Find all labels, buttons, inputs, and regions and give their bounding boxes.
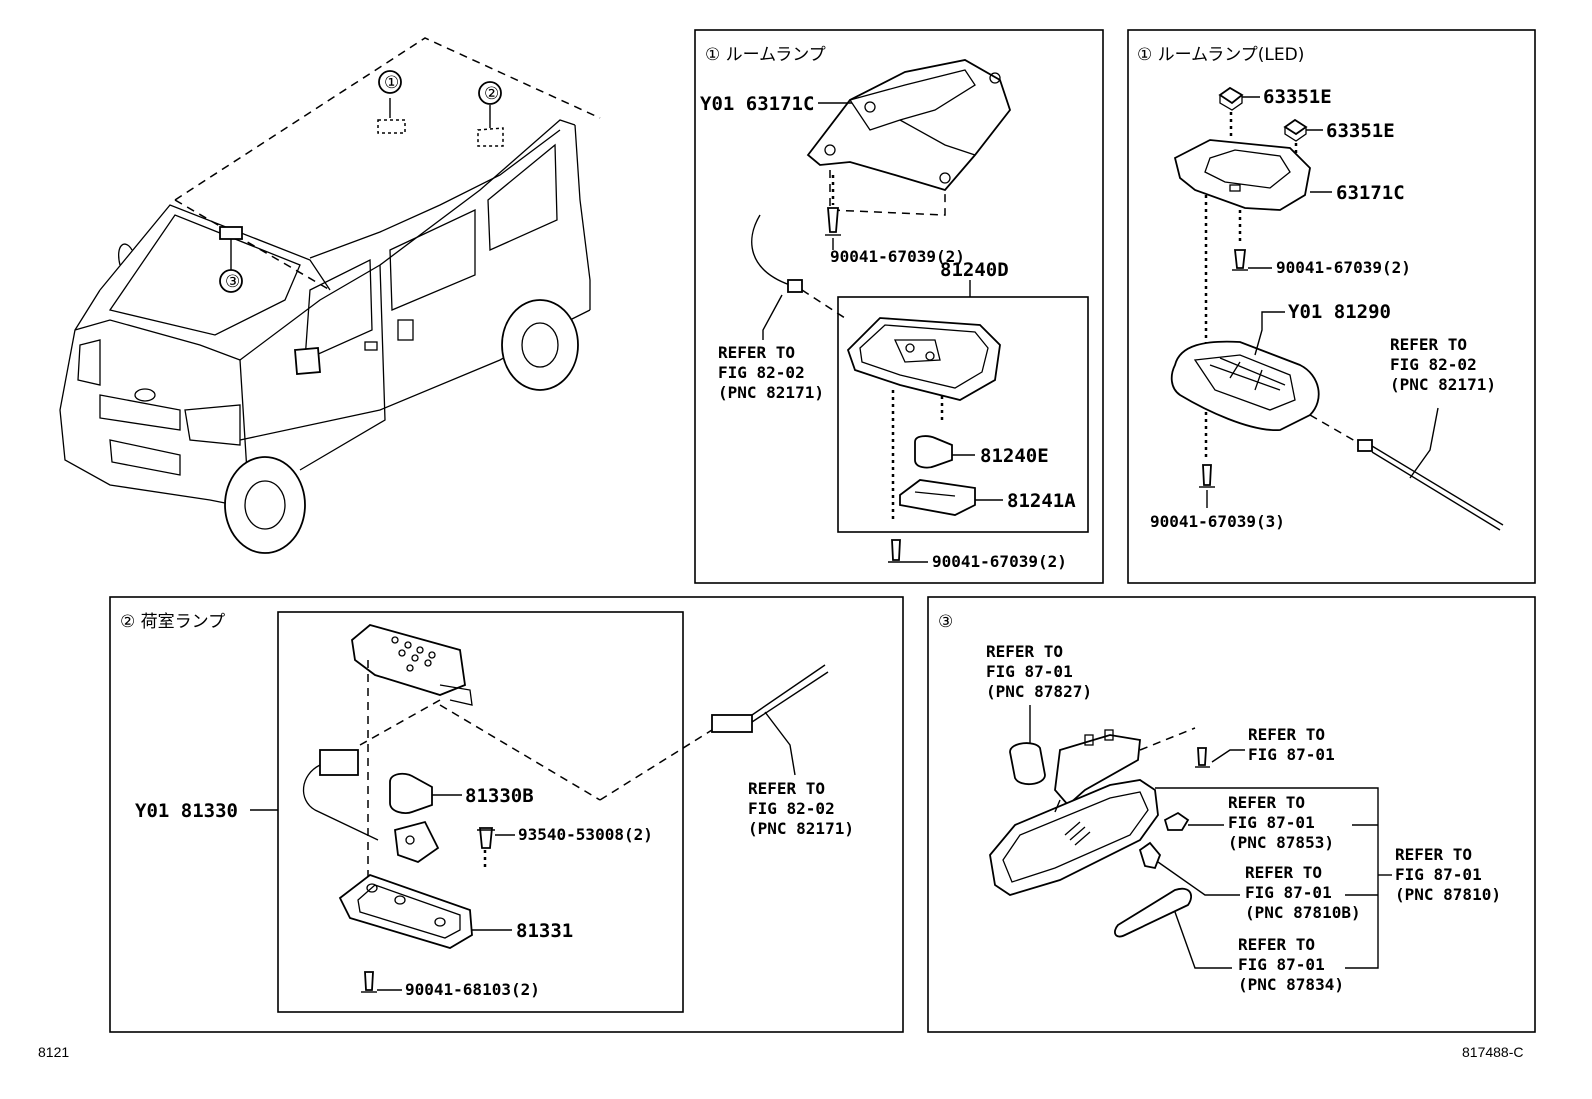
vehicle-callout-1: ① (384, 73, 399, 93)
mirror-refer-d-3: (PNC 87810B) (1245, 903, 1361, 922)
mirror-clip (1163, 811, 1190, 831)
mirror-refer-c-2: FIG 87-01 (1228, 813, 1315, 832)
room-lamp-bulb (914, 435, 953, 469)
panel-room-lamp-led (1127, 29, 1536, 584)
mirror-refer-c-3: (PNC 87853) (1228, 833, 1334, 852)
panel-room-lamp-title: ① ルームランプ (705, 45, 826, 65)
footer-right-code: 817488-C (1462, 1044, 1524, 1060)
panel-room-lamp (694, 29, 1104, 584)
room-lamp-screw-bottom (888, 539, 905, 563)
panel-room-lamp-led-title: ① ルームランプ(LED) (1137, 45, 1304, 65)
part-label-luggage-screw-mid: 93540-53008(2) (518, 825, 653, 844)
room-lamp-housing (846, 317, 1001, 401)
part-label-bulb: 81240E (980, 445, 1049, 467)
mirror-refer-c-1: REFER TO (1228, 793, 1305, 812)
part-label-luggage-lens: 81331 (516, 920, 573, 942)
vehicle-callout-2: ② (484, 84, 499, 104)
luggage-refer-2: FIG 82-02 (748, 799, 835, 818)
mirror-refer-a-2: FIG 87-01 (986, 662, 1073, 681)
vehicle-callout-3: ③ (225, 272, 240, 292)
mirror-refer-e-3: (PNC 87834) (1238, 975, 1344, 994)
part-label-luggage-lamp-assy: Y01 81330 (135, 800, 238, 822)
led-refer-3: (PNC 82171) (1390, 375, 1496, 394)
luggage-screw-mid (477, 827, 495, 849)
part-label-screw-bottom: 90041-67039(2) (932, 552, 1067, 571)
led-screw-bottom (1199, 464, 1215, 488)
panel-luggage-lamp-title: ② 荷室ランプ (120, 612, 225, 632)
led-clip-1 (1218, 86, 1244, 111)
luggage-lamp-lens (338, 873, 473, 949)
room-lamp-refer-1: REFER TO (718, 343, 795, 362)
part-label-led-bracket: 63171C (1336, 182, 1405, 204)
mirror-refer-a-3: (PNC 87827) (986, 682, 1092, 701)
mirror-refer-e-2: FIG 87-01 (1238, 955, 1325, 974)
part-label-lens: 81241A (1007, 490, 1076, 512)
mirror-refer-d-2: FIG 87-01 (1245, 883, 1332, 902)
room-lamp-bracket (806, 59, 1012, 192)
room-lamp-assy-box (837, 296, 1089, 533)
rear-view-mirror (989, 779, 1159, 896)
part-label-screw-top: 90041-67039(2) (830, 247, 965, 266)
mirror-cover-long (1114, 887, 1192, 938)
mirror-refer-f-2: FIG 87-01 (1395, 865, 1482, 884)
room-lamp-lens (899, 479, 976, 516)
led-lamp-housing (1170, 340, 1320, 431)
part-label-lamp-assy: 81240D (940, 259, 1009, 281)
part-label-luggage-bulb: 81330B (465, 785, 534, 807)
luggage-lamp-bulb (389, 772, 433, 815)
led-refer-2: FIG 82-02 (1390, 355, 1477, 374)
led-screw-top (1232, 249, 1248, 271)
mirror-refer-d-1: REFER TO (1245, 863, 1322, 882)
luggage-lamp-cover (351, 624, 473, 706)
luggage-refer-1: REFER TO (748, 779, 825, 798)
room-lamp-refer-2: FIG 82-02 (718, 363, 805, 382)
part-label-bracket: Y01 63171C (700, 93, 814, 115)
panel-mirror-title: ③ (938, 612, 953, 632)
luggage-refer-3: (PNC 82171) (748, 819, 854, 838)
panel-luggage-lamp (109, 596, 904, 1033)
led-clip-2 (1283, 118, 1308, 142)
panel-mirror (927, 596, 1536, 1033)
led-bracket (1173, 139, 1311, 211)
mirror-refer-f-3: (PNC 87810) (1395, 885, 1501, 904)
vehicle-illustration (59, 37, 601, 554)
part-label-led-screw-top: 90041-67039(2) (1276, 258, 1411, 277)
mirror-rain-sensor (1009, 742, 1046, 785)
footer-left-code: 8121 (38, 1044, 69, 1060)
led-refer-1: REFER TO (1390, 335, 1467, 354)
luggage-lamp-socket (302, 749, 440, 864)
room-lamp-screw-top (825, 207, 841, 236)
mirror-base (1054, 729, 1141, 807)
mirror-refer-b-2: FIG 87-01 (1248, 745, 1335, 764)
part-label-led-clip-1: 63351E (1263, 86, 1332, 108)
part-label-led-lamp-assy: Y01 81290 (1288, 301, 1391, 323)
mirror-refer-b-1: REFER TO (1248, 725, 1325, 744)
mirror-refer-a-1: REFER TO (986, 642, 1063, 661)
mirror-screw (1195, 747, 1210, 768)
luggage-screw-bottom (361, 971, 377, 993)
mirror-refer-f-1: REFER TO (1395, 845, 1472, 864)
room-lamp-refer-3: (PNC 82171) (718, 383, 824, 402)
luggage-lamp-assy-box (277, 611, 684, 1013)
mirror-cover-small (1138, 841, 1162, 870)
part-label-led-screw-bottom: 90041-67039(3) (1150, 512, 1285, 531)
part-label-luggage-screw-bottom: 90041-68103(2) (405, 980, 540, 999)
mirror-refer-e-1: REFER TO (1238, 935, 1315, 954)
part-label-led-clip-2: 63351E (1326, 120, 1395, 142)
